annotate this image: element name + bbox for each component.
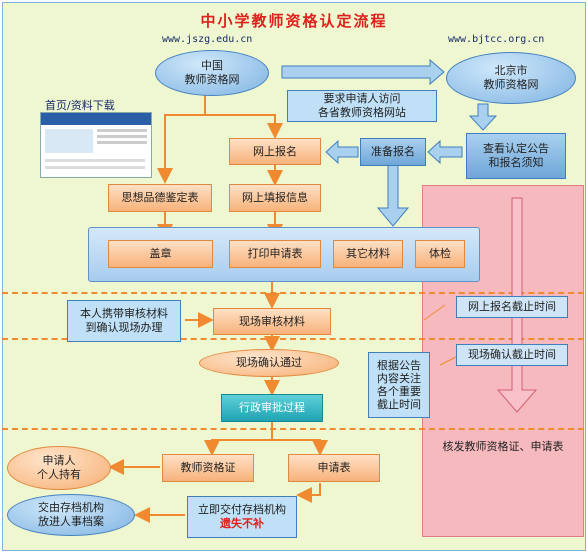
onsite-review-box[interactable]: 现场审核材料: [213, 308, 331, 335]
no-reissue-label: 遗失不补: [220, 517, 264, 530]
bring-materials-note: 本人携带审核材料 到确认现场办理: [67, 300, 181, 342]
homepage-thumbnail[interactable]: [40, 112, 152, 178]
other-materials-box[interactable]: 其它材料: [333, 240, 403, 268]
submit-archive-box[interactable]: 立即交付存档机构 遗失不补: [187, 496, 297, 538]
stamp-box[interactable]: 盖章: [108, 240, 213, 268]
morality-form-box[interactable]: 思想品德鉴定表: [108, 184, 212, 212]
china-site-node[interactable]: 中国 教师资格网: [155, 50, 269, 96]
submit-archive-label: 立即交付存档机构: [198, 503, 286, 517]
deadline-onsite-box: 现场确认截止时间: [456, 344, 568, 366]
divider-2: [2, 338, 584, 340]
archive-note-node[interactable]: 交由存档机构 放进人事档案: [7, 494, 135, 536]
beijing-site-node[interactable]: 北京市 教师资格网: [446, 52, 576, 104]
homepage-label: 首页/资料下载: [45, 99, 115, 112]
physical-exam-box[interactable]: 体检: [415, 240, 465, 268]
url-china[interactable]: www.jszg.edu.cn: [162, 34, 253, 45]
teacher-cert-box[interactable]: 教师资格证: [162, 454, 254, 482]
online-register-box[interactable]: 网上报名: [229, 138, 321, 165]
print-form-box[interactable]: 打印申请表: [229, 240, 321, 268]
deadline-note: 根据公告 内容关注 各个重要 截止时间: [368, 352, 430, 418]
visit-note: 要求申请人访问 各省教师资格网站: [287, 90, 437, 122]
divider-1: [2, 292, 584, 294]
admin-approval-box[interactable]: 行政审批过程: [221, 394, 323, 422]
fill-info-box[interactable]: 网上填报信息: [229, 184, 321, 212]
issue-cert-label: 核发教师资格证、申请表: [442, 440, 564, 454]
application-form-box[interactable]: 申请表: [288, 454, 380, 482]
onsite-confirm-node[interactable]: 现场确认通过: [199, 349, 339, 377]
applicant-hold-node[interactable]: 申请人 个人持有: [7, 446, 111, 490]
prepare-register-box[interactable]: 准备报名: [360, 138, 426, 166]
divider-3: [2, 428, 584, 430]
diagram-title: 中小学教师资格认定流程: [200, 12, 388, 30]
check-notice-box[interactable]: 查看认定公告 和报名须知: [466, 133, 566, 179]
deadline-online-box: 网上报名截止时间: [456, 296, 568, 318]
url-beijing[interactable]: www.bjtcc.org.cn: [448, 34, 545, 45]
